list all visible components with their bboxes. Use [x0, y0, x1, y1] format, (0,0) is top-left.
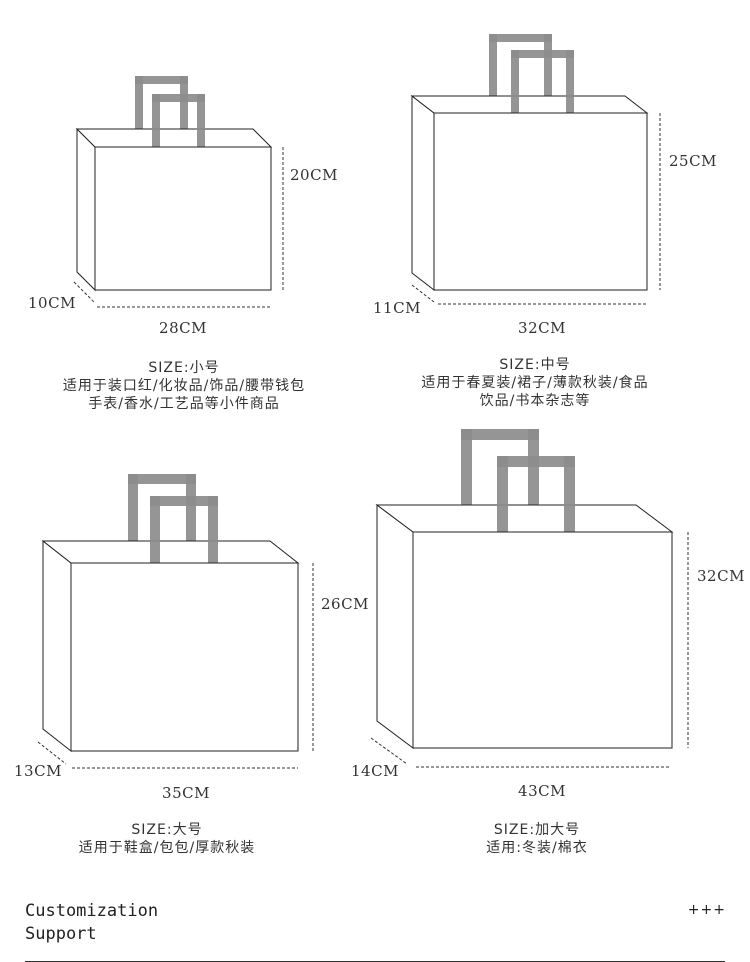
bag-xl-depth-guide [370, 737, 408, 765]
bag-xl-depth-label: 14CM [351, 762, 399, 780]
bag-small-front-handle [152, 94, 205, 147]
bag-large-depth-label: 13CM [14, 762, 62, 780]
bag-medium-height-label: 25CM [669, 152, 717, 170]
bag-small-use-line-2: 手表/香水/工艺品等小件商品 [88, 396, 280, 412]
bag-xl-height-label: 32CM [697, 567, 745, 585]
bag-small-width-label: 28CM [159, 319, 207, 337]
bag-small-use-line-1: 适用于装口红/化妆品/饰品/腰带钱包 [62, 378, 306, 394]
bag-medium-use-line-1: 适用于春夏装/裙子/薄款秋装/食品 [421, 375, 649, 391]
customization-support-title: Customization Support [25, 900, 158, 946]
bag-medium-back-handle [489, 34, 552, 96]
bag-medium-depth-label: 11CM [373, 299, 421, 317]
bag-medium-caption: SIZE:中号 适用于春夏装/裙子/薄款秋装/食品 饮品/书本杂志等 [385, 356, 685, 410]
bag-xl-top [375, 504, 674, 533]
bag-medium-front [433, 112, 648, 291]
bag-xl-front-handle [497, 456, 575, 532]
bag-medium-top [410, 95, 649, 114]
bag-medium-front-handle [511, 50, 574, 113]
bag-large-back-handle [128, 474, 196, 541]
bag-medium: 25CM 11CM 32CM [373, 34, 717, 337]
bag-xl-size-label: SIZE:加大号 [493, 822, 581, 838]
footer-title-line-2: Support [25, 924, 97, 944]
bag-small-top [75, 128, 273, 148]
bag-large-size-label: SIZE:大号 [131, 822, 203, 838]
bag-small-side [76, 127, 96, 292]
bag-xl: 32CM 14CM 43CM [351, 429, 745, 800]
bag-xl-side [376, 504, 414, 749]
bag-large-use-line-1: 适用于鞋盒/包包/厚款秋装 [78, 840, 256, 856]
bag-small-height-label: 20CM [290, 166, 338, 184]
bag-small-caption: SIZE:小号 适用于装口红/化妆品/饰品/腰带钱包 手表/香水/工艺品等小件商… [34, 359, 334, 413]
bag-medium-side [411, 94, 435, 292]
bag-xl-front [412, 531, 673, 749]
bag-xl-caption: SIZE:加大号 适用:冬装/棉衣 [387, 821, 687, 857]
bag-large-front [70, 562, 299, 752]
bag-large-side [42, 539, 72, 753]
bag-large-front-handle [150, 496, 218, 563]
bag-small-front [94, 146, 272, 291]
bag-small: 20CM 10CM 28CM [28, 76, 338, 337]
bag-large-caption: SIZE:大号 适用于鞋盒/包包/厚款秋装 [17, 821, 317, 857]
footer-title-line-1: Customization [25, 901, 159, 921]
bag-medium-use-line-2: 饮品/书本杂志等 [479, 393, 591, 409]
bag-medium-size-label: SIZE:中号 [499, 357, 571, 373]
bag-small-back-handle [135, 76, 188, 129]
bag-large-width-label: 35CM [162, 784, 210, 802]
bag-small-depth-label: 10CM [28, 294, 76, 312]
bag-large-height-label: 26CM [321, 595, 369, 613]
bag-small-size-label: SIZE:小号 [148, 360, 220, 376]
bag-large-top [41, 540, 300, 564]
bag-xl-use-line-1: 适用:冬装/棉衣 [486, 840, 588, 856]
bag-large-depth-guide [37, 741, 67, 765]
bag-large: 26CM 13CM 35CM [14, 474, 369, 802]
plus-decoration: +++ [687, 902, 726, 918]
bag-xl-width-label: 43CM [518, 782, 566, 800]
bag-medium-width-label: 32CM [518, 319, 566, 337]
